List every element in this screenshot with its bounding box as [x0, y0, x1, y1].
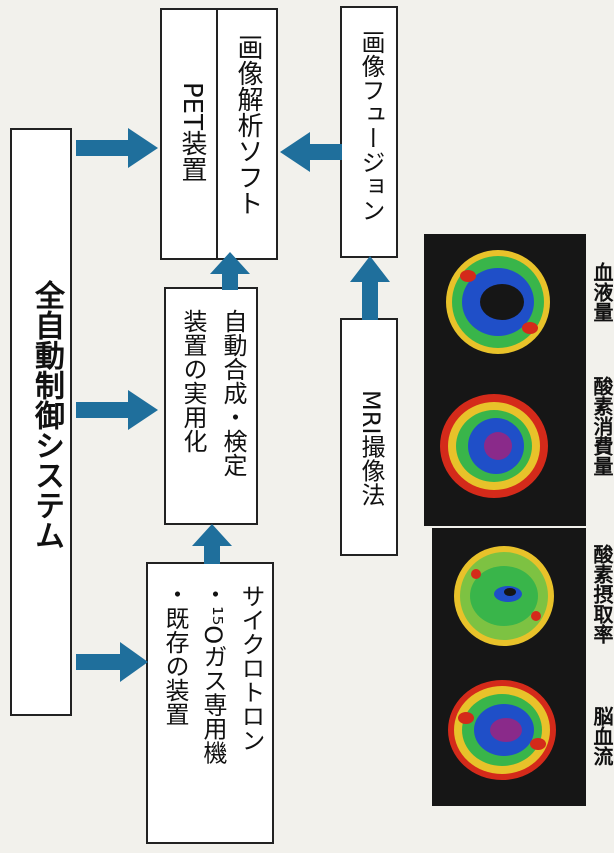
cmro2-scan-image: [440, 394, 548, 498]
cyclotron-label: サイクロトロン: [237, 584, 265, 752]
arrow-system-to-synthesis: [76, 390, 158, 430]
gas-machine-label: ・¹⁵Oガス専用機: [199, 582, 227, 765]
pet-label: PET装置: [177, 82, 207, 182]
oef-caption: 酸素摂取率: [590, 544, 614, 644]
system-label: 全自動制御システム: [29, 280, 64, 550]
analysis-box: 画像解析ソフト: [216, 8, 278, 260]
fusion-label: 画像フュージョン: [357, 30, 385, 222]
auto-synthesis-label-1: 自動合成・検定: [219, 309, 247, 477]
system-box: 全自動制御システム: [10, 128, 72, 716]
pet-box: PET装置: [160, 8, 222, 260]
arrow-fusion-to-analysis: [280, 132, 342, 172]
cbf-scan-image: [448, 680, 556, 780]
cbf-caption: 脳血流: [590, 706, 614, 766]
cyclotron-box: サイクロトロン ・¹⁵Oガス専用機 ・既存の装置: [146, 562, 274, 844]
cbv-scan-image: [446, 250, 550, 354]
existing-device-label: ・既存の装置: [161, 582, 189, 726]
cmro2-caption: 酸素消費量: [590, 376, 614, 476]
mri-box: MRI撮像法: [340, 318, 398, 556]
auto-synthesis-box: 自動合成・検定 装置の実用化: [164, 287, 258, 525]
arrow-synthesis-to-pet: [210, 252, 250, 290]
arrow-system-to-cyclotron: [76, 642, 148, 682]
cbv-caption: 血液量: [590, 262, 614, 322]
arrow-system-to-pet: [76, 128, 158, 168]
auto-synthesis-label-2: 装置の実用化: [179, 309, 207, 453]
mri-label: MRI撮像法: [357, 390, 385, 507]
fusion-box: 画像フュージョン: [340, 6, 398, 258]
analysis-label: 画像解析ソフト: [233, 34, 263, 216]
oef-scan-image: [454, 546, 554, 646]
arrow-mri-to-fusion: [350, 256, 390, 320]
arrow-cyclotron-to-synthesis: [192, 524, 232, 564]
